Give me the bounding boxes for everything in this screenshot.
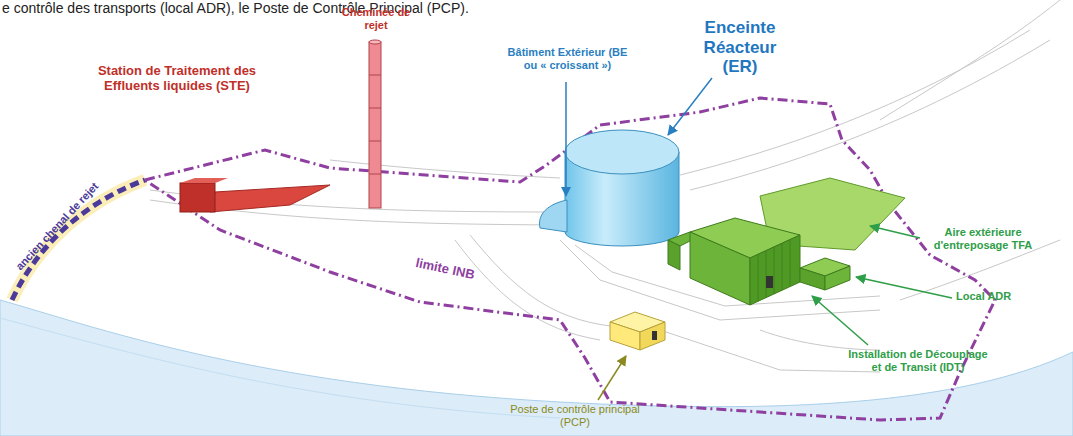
building-label: Installation de Découplage et de Transit… <box>848 348 988 373</box>
roads <box>150 0 1060 372</box>
inb-limit <box>145 98 995 420</box>
river-bank <box>0 318 560 418</box>
building-label: Poste de contrôle principal (PCP) <box>510 403 640 428</box>
building-label: Enceinte Réacteur (ER) <box>690 18 790 77</box>
building-label: Local ADR <box>956 290 1036 303</box>
building-label: Station de Traitement des Effluents liqu… <box>92 64 262 94</box>
building-label: Cheminée de rejet <box>333 6 419 31</box>
boundary-label: limite INB <box>399 253 490 286</box>
building-label: Bâtiment Extérieur (BE ou « croissant ») <box>500 46 635 71</box>
reactor-containment <box>565 130 679 246</box>
river <box>0 300 1073 436</box>
cut-caption: e contrôle des transports (local ADR), l… <box>2 0 562 16</box>
idt-building <box>668 218 800 305</box>
pcp-building <box>610 312 665 350</box>
building-label: Aire extérieure d'entreposage TFA <box>924 226 1042 251</box>
ste-building <box>180 178 330 212</box>
crescent-building <box>540 200 567 232</box>
chimney <box>369 40 381 208</box>
channel-label: ancien chenal de rejet <box>1 167 113 285</box>
adr-building <box>800 258 850 290</box>
